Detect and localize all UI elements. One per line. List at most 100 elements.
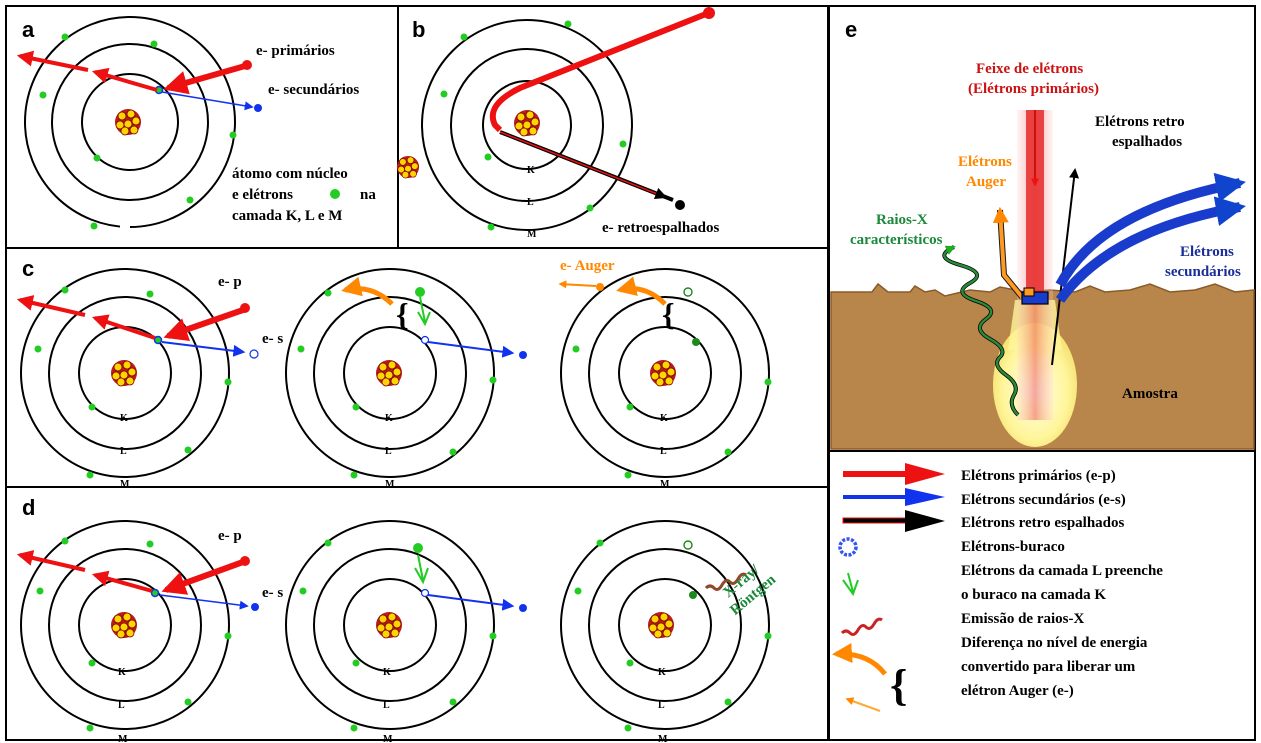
- label-atom-line3: camada K, L e M: [232, 208, 342, 224]
- label-secondary-a: e- secundários: [268, 82, 359, 98]
- shell-label-d2-k: K: [383, 667, 391, 678]
- auger-arrow-e: [992, 206, 1024, 299]
- sample-label: Amostra: [1122, 386, 1178, 402]
- sec-label-line2: secundários: [1165, 264, 1241, 280]
- shell-label-c2-k: K: [385, 413, 393, 424]
- legend-icon-l-fill: [842, 572, 859, 597]
- legend-text-3: Elétrons retro espalhados: [961, 515, 1125, 531]
- backscatter-electron-b: [675, 200, 685, 210]
- shell-label-c1-k: K: [120, 413, 128, 424]
- legend-icon-backscatter: [842, 510, 945, 532]
- legend-border: [828, 450, 1256, 741]
- legend-text-4: Elétrons-buraco: [961, 539, 1065, 555]
- shell-label-d2-l: L: [383, 700, 390, 711]
- xray-label-e-line1: Raios-X: [876, 212, 928, 228]
- legend-text-8: Diferença no nível de energia: [961, 635, 1148, 651]
- shell-label-d1-m: M: [118, 734, 128, 743]
- sec-label-line1: Elétrons: [1180, 244, 1234, 260]
- legend-text-7: Emissão de raios-X: [961, 611, 1085, 627]
- label-es-d: e- s: [262, 585, 283, 601]
- shell-label-d3-m: M: [658, 734, 668, 743]
- svg-text:{: {: [396, 296, 409, 332]
- shell-label-c1-m: M: [120, 479, 130, 490]
- atom-d3: [560, 520, 772, 732]
- auger-label-line1: Elétrons: [958, 154, 1012, 170]
- label-atom-line2a: e elétrons: [232, 187, 293, 203]
- primary-electrons-a: [16, 50, 252, 95]
- electron-legend-icon: [330, 189, 340, 199]
- xray-arrow-e: [943, 245, 1019, 416]
- nucleus-legend-icon: [396, 155, 420, 179]
- label-backscatter-b: e- retroespalhados: [602, 220, 720, 236]
- atom-b: [421, 19, 633, 231]
- shell-label-c1-l: L: [120, 446, 127, 457]
- atom-d2: [285, 520, 527, 732]
- shell-label-d1-l: L: [118, 700, 125, 711]
- label-atom-line2b: na: [360, 187, 376, 203]
- shell-label-c3-l: L: [660, 446, 667, 457]
- shell-label-c2-m: M: [385, 479, 395, 490]
- legend-icon-secondary: [843, 488, 945, 506]
- retro-label-line1: Elétrons retro: [1095, 114, 1185, 130]
- legend-text-5: Elétrons da camada L preenche: [961, 563, 1163, 579]
- label-es-c: e- s: [262, 331, 283, 347]
- panel-letter-b: b: [412, 17, 425, 42]
- shell-label-c3-k: K: [660, 413, 668, 424]
- beam-label-line2: (Elétrons primários): [968, 81, 1099, 97]
- xray-label-e-line2: característicos: [850, 232, 943, 248]
- legend-icon-auger-curve: [832, 643, 887, 676]
- auger-label-line2: Auger: [966, 174, 1006, 190]
- backscatter-arrow-b: [499, 131, 668, 200]
- svg-text:{: {: [662, 296, 675, 332]
- legend-text-9: convertido para liberar um: [961, 659, 1136, 675]
- legend: { Elétrons primários (e-p) Elétrons secu…: [832, 463, 1163, 712]
- label-ep-c: e- p: [218, 274, 242, 290]
- shell-label-d3-l: L: [658, 700, 665, 711]
- secondary-electron-a: [161, 91, 262, 112]
- panel-letter-e: e: [845, 17, 857, 42]
- legend-text-2: Elétrons secundários (e-s): [961, 492, 1126, 508]
- atom-c1: [16, 268, 259, 479]
- beam-label-line1: Feixe de elétrons: [976, 61, 1083, 77]
- shell-label-b-k: K: [527, 165, 535, 176]
- atom-a: [24, 16, 237, 241]
- shell-label-d1-k: K: [118, 667, 126, 678]
- panel-letter-c: c: [22, 256, 34, 281]
- backscatter-arrow-e: [1051, 168, 1080, 366]
- shell-label-c3-m: M: [660, 479, 670, 490]
- panel-letter-d: d: [22, 495, 35, 520]
- secondary-arrow-lower: [1055, 196, 1246, 303]
- label-ep-d: e- p: [218, 528, 242, 544]
- panel-a: a e- primários e- secundário: [16, 16, 420, 241]
- legend-text-1: Elétrons primários (e-p): [961, 468, 1116, 484]
- label-primary-a: e- primários: [256, 43, 335, 59]
- legend-icon-hole: [838, 537, 858, 557]
- atom-d1: [16, 520, 259, 732]
- atom-c3: {: [558, 268, 772, 479]
- shell-label-d3-k: K: [658, 667, 666, 678]
- shell-label-c2-l: L: [385, 446, 392, 457]
- atom-c2: {: [285, 268, 527, 479]
- shell-label-d2-m: M: [383, 734, 393, 743]
- panel-letter-a: a: [22, 17, 35, 42]
- panel-c: c K L M e- p e- s: [16, 256, 772, 490]
- legend-text-10: elétron Auger (e-): [961, 683, 1074, 699]
- legend-text-6: o buraco na camada K: [961, 587, 1106, 603]
- secondary-arrow-upper: [1055, 172, 1246, 288]
- shell-label-b-l: L: [527, 197, 534, 208]
- panel-d: d K L M e- p e- s: [16, 495, 780, 743]
- legend-icon-brace: {: [890, 661, 907, 710]
- legend-icon-auger-arrow: [845, 697, 881, 712]
- legend-icon-xray: [840, 617, 883, 636]
- panel-e: e Feixe de elétrons (Elétrons primários)…: [830, 17, 1255, 450]
- xray-label-d: X-ray/ Röntgen: [720, 561, 779, 618]
- primary-electron-b: [703, 7, 715, 19]
- primary-beam-b: [489, 11, 708, 133]
- legend-icon-primary: [843, 463, 945, 485]
- beam-core: [1026, 110, 1044, 300]
- retro-label-line2: espalhados: [1112, 134, 1182, 150]
- label-auger-c: e- Auger: [560, 258, 615, 274]
- shell-label-b-m: M: [527, 229, 537, 240]
- label-atom-line1: átomo com núcleo: [232, 166, 348, 182]
